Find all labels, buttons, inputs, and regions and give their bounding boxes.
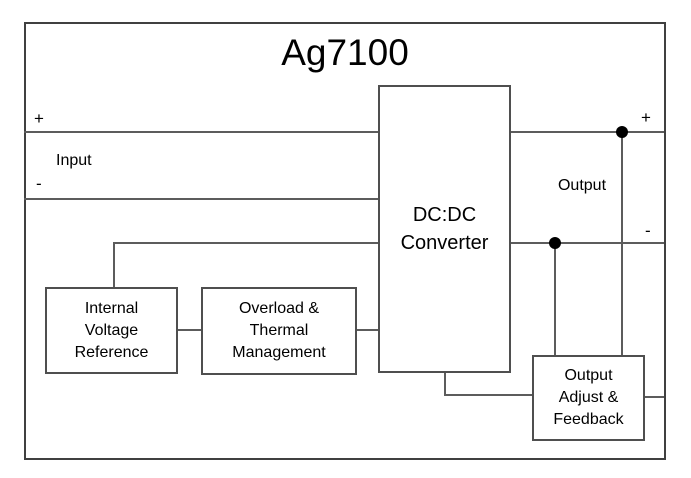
output-minus-label: - <box>645 221 651 240</box>
dcdc-bottom-stub <box>444 373 446 396</box>
output-adjust-feedback-block: Output Adjust & Feedback <box>532 355 645 441</box>
dcdc-label-line2: Converter <box>400 232 489 254</box>
input-label: Input <box>56 152 92 169</box>
control-line <box>113 242 380 244</box>
otm-label-line2: Thermal <box>249 322 309 339</box>
overload-thermal-block: Overload & Thermal Management <box>201 287 357 375</box>
dcdc-label-line1: DC:DC <box>412 204 477 226</box>
feedback-line-minus <box>554 242 556 357</box>
oaf-border-connector <box>645 396 664 398</box>
ivr-label-line3: Reference <box>74 343 149 361</box>
output-label: Output <box>557 177 607 194</box>
output-plus-rail <box>509 131 664 133</box>
diagram-outer-border <box>24 22 666 460</box>
input-minus-rail <box>24 198 380 200</box>
input-plus-rail <box>24 131 380 133</box>
oaf-label-line3: Feedback <box>553 411 624 428</box>
diagram-title: Ag7100 <box>281 32 409 73</box>
dcdc-oaf-connector <box>444 394 534 396</box>
internal-voltage-reference-block: Internal Voltage Reference <box>45 287 178 374</box>
control-riser <box>113 242 115 288</box>
oaf-label-line2: Adjust & <box>558 389 619 406</box>
otm-label-line1: Overload & <box>238 300 320 317</box>
feedback-line-plus <box>621 131 623 357</box>
junction-dot-plus <box>616 126 628 138</box>
otm-dcdc-connector <box>357 329 378 331</box>
junction-dot-minus <box>549 237 561 249</box>
otm-label-line3: Management <box>232 344 326 361</box>
output-plus-label: + <box>641 108 651 127</box>
ivr-label-line1: Internal <box>84 299 139 317</box>
output-minus-rail <box>509 242 664 244</box>
input-minus-label: - <box>36 174 42 193</box>
dcdc-converter-block: DC:DC Converter <box>378 85 511 373</box>
input-plus-label: + <box>34 109 44 128</box>
ivr-otm-connector <box>178 329 201 331</box>
ivr-label-line2: Voltage <box>84 321 139 339</box>
oaf-label-line1: Output <box>564 367 613 384</box>
